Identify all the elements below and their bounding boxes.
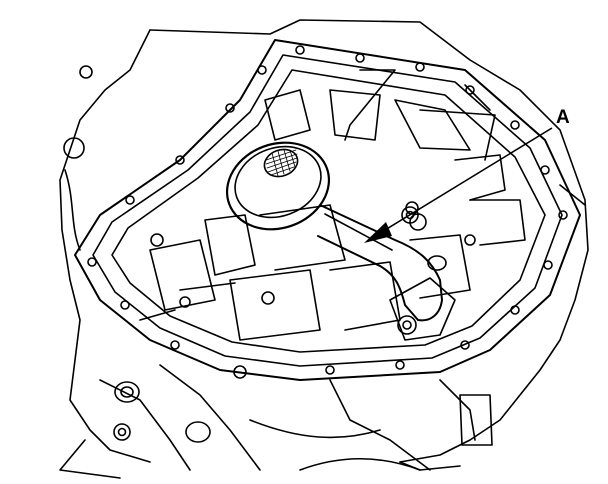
callout-arrow <box>364 127 553 243</box>
callout-label-a: A <box>556 107 570 128</box>
oil-pan-ribs <box>139 69 526 341</box>
engine-block-outline <box>59 19 589 479</box>
oil-pan-flange <box>74 39 581 381</box>
lower-housing <box>99 364 493 471</box>
oil-strainer <box>225 141 456 341</box>
strainer-mesh <box>265 149 298 177</box>
